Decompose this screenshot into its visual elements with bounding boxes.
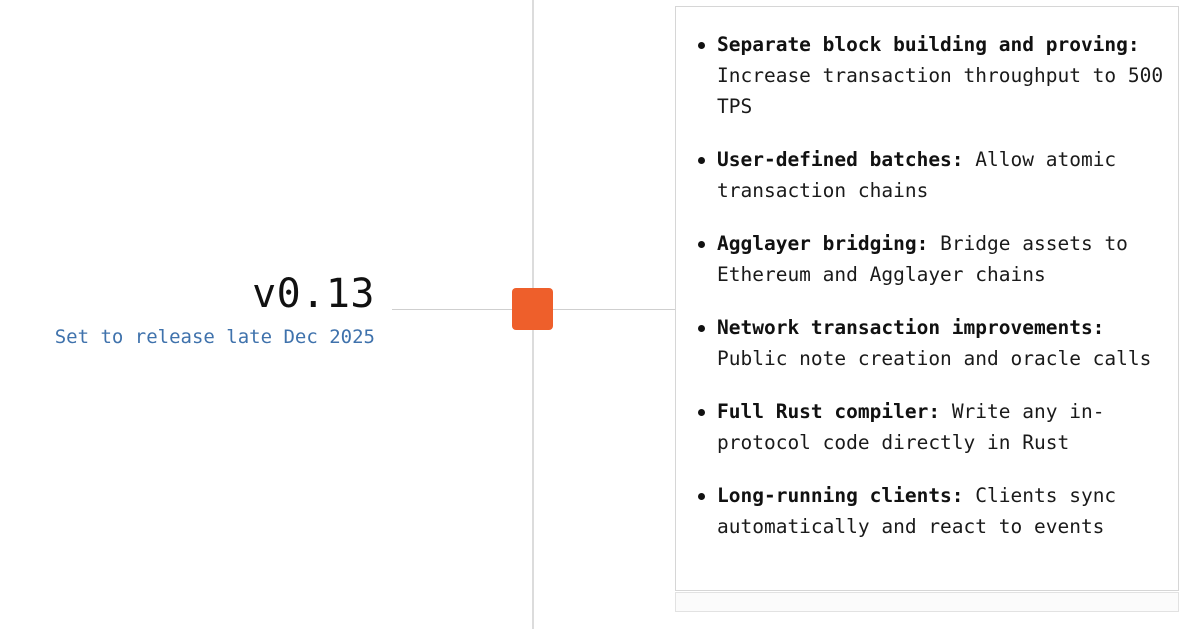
bullet-icon [698, 157, 705, 164]
feature-title: Full Rust compiler: [717, 400, 941, 423]
feature-title: User-defined batches: [717, 148, 964, 171]
bullet-icon [698, 241, 705, 248]
feature-item: Full Rust compiler: Write any in-protoco… [698, 396, 1168, 458]
feature-title: Agglayer bridging: [717, 232, 929, 255]
feature-card: Separate block building and proving: Inc… [675, 6, 1179, 591]
feature-description: Allow atomic transaction chains [717, 148, 1117, 202]
feature-item: User-defined batches: Allow atomic trans… [698, 144, 1168, 206]
feature-description: Clients sync automatically and react to … [717, 484, 1117, 538]
bullet-icon [698, 42, 705, 49]
feature-item: Agglayer bridging: Bridge assets to Ethe… [698, 228, 1168, 290]
release-label: v0.13 Set to release late Dec 2025 [55, 268, 375, 350]
feature-description: Bridge assets to Ethereum and Agglayer c… [717, 232, 1128, 286]
feature-item: Network transaction improvements: Public… [698, 312, 1168, 374]
feature-title: Long-running clients: [717, 484, 964, 507]
feature-title: Separate block building and proving: [717, 33, 1140, 56]
feature-description: Public note creation and oracle calls [717, 347, 1152, 370]
feature-item: Long-running clients: Clients sync autom… [698, 480, 1168, 542]
release-marker [512, 288, 553, 330]
card-footer-strip [675, 592, 1179, 612]
release-date-note: Set to release late Dec 2025 [54, 326, 375, 348]
feature-item: Separate block building and proving: Inc… [698, 29, 1168, 122]
bullet-icon [698, 493, 705, 500]
feature-list: Separate block building and proving: Inc… [698, 29, 1168, 564]
bullet-icon [698, 409, 705, 416]
feature-title: Network transaction improvements: [717, 316, 1105, 339]
feature-description: Increase transaction throughput to 500 T… [717, 64, 1164, 118]
bullet-icon [698, 325, 705, 332]
feature-description: Write any in-protocol code directly in R… [717, 400, 1105, 454]
release-version: v0.13 [252, 271, 375, 317]
